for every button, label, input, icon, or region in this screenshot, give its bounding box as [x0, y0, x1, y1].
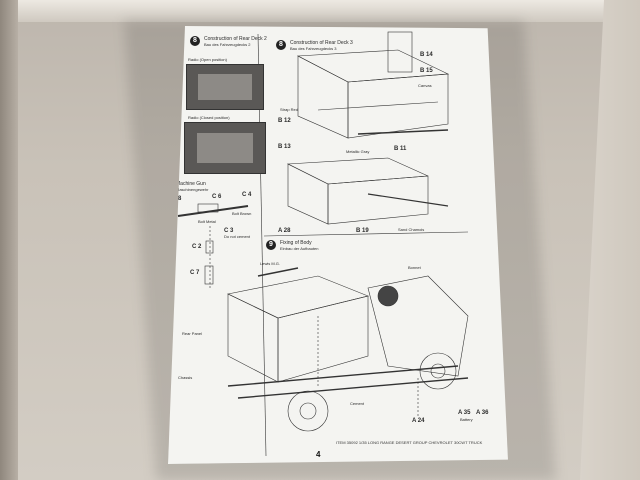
note-metallic-gray: Metallic Gray — [346, 149, 370, 154]
part-c7: C 7 — [190, 270, 200, 276]
part-a24: A 24 — [412, 418, 425, 424]
part-c4: C 4 — [242, 192, 252, 198]
note-no-cement: Do not cement — [224, 234, 251, 239]
part-b11: B 11 — [394, 146, 407, 152]
part-a35: A 35 — [458, 410, 471, 416]
instruction-sheet: 8 Construction of Rear Deck 2 Bau des Fa… — [168, 26, 508, 464]
line-drawings — [177, 31, 469, 457]
deck3-rail — [317, 101, 439, 111]
callout-chassis: Chassis — [178, 375, 193, 380]
sand-channel — [367, 193, 449, 207]
note-bolt-metal: Bolt Metal — [198, 219, 216, 224]
part-c2: C 2 — [192, 244, 202, 250]
deck-lower-top — [286, 157, 429, 185]
step8b-title-de: Bau des Fahrzeugdecks 3 — [290, 46, 337, 51]
step8a-title-en: Construction of Rear Deck 2 — [204, 36, 267, 42]
photo-radio-open — [186, 64, 264, 110]
gun-body — [197, 203, 219, 213]
part-b12: B 12 — [278, 118, 291, 124]
callout-cement: Cement — [350, 401, 365, 406]
step8a-title-de: Bau des Fahrzeugdecks 2 — [204, 42, 251, 47]
note-bolt-brown: Bolt Brown — [232, 211, 252, 216]
deck-lower-left — [287, 163, 329, 225]
step9-title-en: Fixing of Body — [280, 240, 312, 246]
part-b19: B 19 — [356, 228, 369, 234]
rear-panel-box — [387, 31, 413, 73]
note-canvas: Canvas — [418, 83, 432, 88]
deck-lower-front — [327, 175, 429, 225]
footer-item-number: ITEM 35092 1/35 LONG RANGE DESERT GROUP … — [336, 440, 483, 445]
part-c3: C 3 — [224, 228, 234, 234]
spare-tire — [377, 285, 399, 307]
step8b-title-en: Construction of Rear Deck 3 — [290, 40, 353, 46]
deck3-side-left — [297, 55, 349, 139]
note-strap-red: Strap Red — [280, 107, 299, 112]
truck-bed-side — [227, 293, 279, 383]
callout-bonnet: Bonnet — [408, 265, 421, 270]
truck-bed-top — [227, 275, 369, 319]
page-number: 4 — [316, 450, 321, 459]
left-wall — [0, 0, 18, 480]
part-b14: B 14 — [420, 52, 433, 58]
deck3-side-front — [347, 73, 449, 139]
rear-wheel — [419, 352, 457, 390]
section-divider — [263, 231, 469, 237]
callout-battery: Battery — [460, 417, 473, 422]
truck-bed-front — [277, 295, 369, 383]
front-wheel — [287, 390, 329, 432]
part-c6: C 6 — [212, 194, 222, 200]
machine-gun-title-de: Maschinengewehr — [176, 187, 209, 192]
lewis-gun — [257, 267, 299, 277]
step8a-number: 8 — [190, 36, 200, 46]
part-b13: B 13 — [278, 144, 291, 150]
chassis-rail-1 — [227, 365, 459, 387]
step9-number: 9 — [266, 240, 276, 250]
shelf-top-edge — [0, 0, 640, 22]
part-c7-shape — [204, 265, 214, 285]
metallic-strip — [357, 129, 449, 135]
right-wall — [580, 0, 640, 480]
part-a36: A 36 — [476, 410, 489, 416]
photo-radio-closed — [184, 122, 266, 174]
photo1-caption: Radio (Open position) — [188, 57, 227, 62]
photo2-caption: Radio (Closed position) — [188, 115, 230, 120]
machine-gun-title-en: Machine Gun — [176, 181, 206, 187]
truck-cab — [367, 275, 469, 377]
part-c2-shape — [205, 240, 214, 254]
part-a28: A 28 — [278, 228, 291, 234]
chassis-rail-2 — [237, 377, 469, 399]
step9-title-de: Einbau der Aufbauten — [280, 246, 319, 251]
part-b15: B 15 — [420, 68, 433, 74]
step8b-number: 8 — [276, 40, 286, 50]
callout-lewis: Lewis M.G. — [260, 261, 281, 266]
note-sand-chamois: Sand Chamois — [398, 227, 425, 232]
gun-barrel — [177, 205, 249, 217]
callout-rear-panel: Rear Panel — [182, 331, 203, 336]
